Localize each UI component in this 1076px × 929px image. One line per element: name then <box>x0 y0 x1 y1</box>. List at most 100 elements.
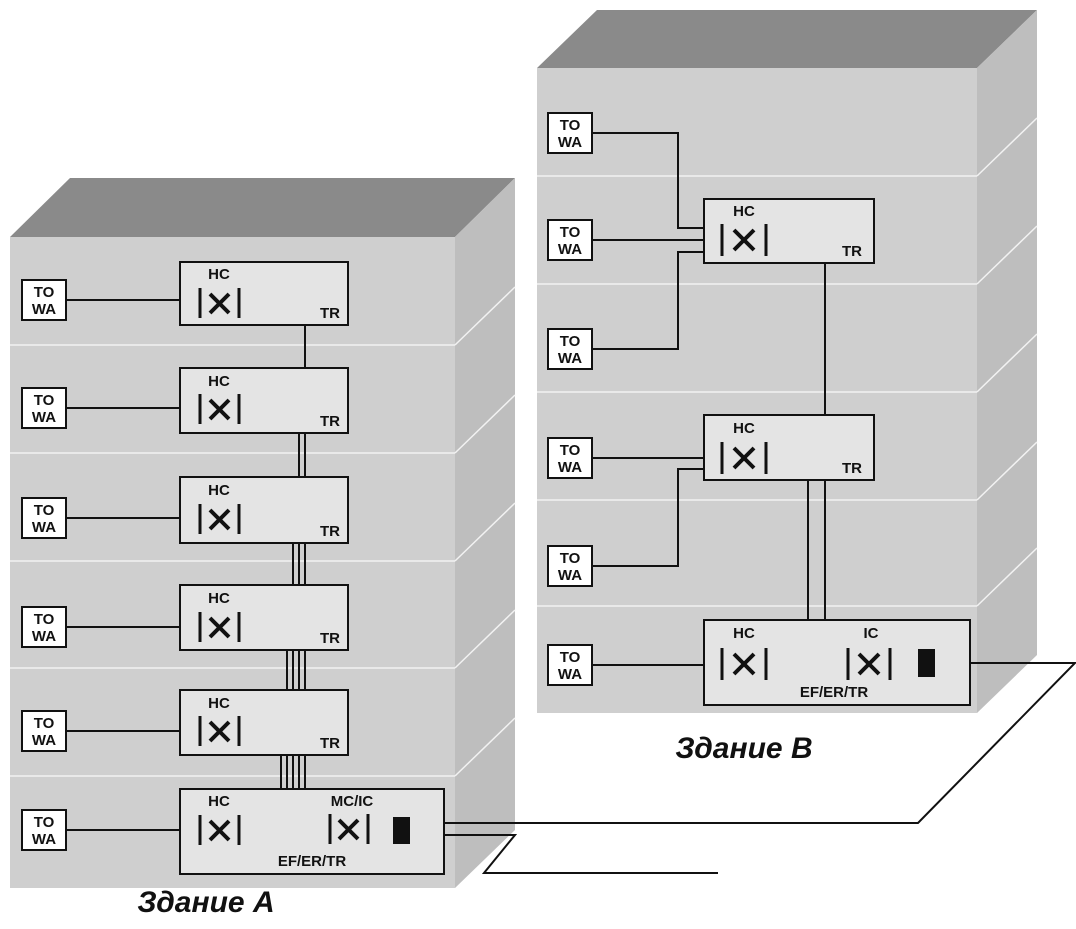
closet-box <box>179 367 349 434</box>
building-b-outlet-1: TO WA <box>547 112 593 154</box>
closet-box <box>179 476 349 544</box>
outlet-label-to: TO <box>560 442 581 459</box>
cross-connect-icon <box>198 394 241 424</box>
outlet-label-to: TO <box>560 333 581 350</box>
outlet-label-wa: WA <box>32 628 56 645</box>
outlet-label-wa: WA <box>558 666 582 683</box>
closet-box <box>179 261 349 326</box>
outlet-label-to: TO <box>560 550 581 567</box>
building-a-floor-5: TO WA HC TR <box>21 689 349 756</box>
cross-connect-icon <box>198 288 241 318</box>
entrance-protector-block <box>393 817 410 844</box>
room-label-tr: TR <box>320 305 340 322</box>
closet-label-hc: HC <box>208 482 230 499</box>
outlet-label-to: TO <box>560 224 581 241</box>
closet-box <box>703 414 875 481</box>
building-b-outlet-6: TO WA <box>547 644 593 686</box>
outlet-label-to: TO <box>34 715 55 732</box>
entrance-protector-block <box>918 649 935 677</box>
building-b-outlet-2: TO WA <box>547 219 593 261</box>
closet-label-hc: HC <box>733 420 755 437</box>
building-a-caption: Здание А <box>137 886 274 919</box>
building-b-outlet-3: TO WA <box>547 328 593 370</box>
building-a-top <box>10 178 515 237</box>
closet-label-hc: HC <box>208 793 230 810</box>
room-label-tr: TR <box>320 523 340 540</box>
outlet-label-to: TO <box>560 649 581 666</box>
intermediate-cross-connect-icon <box>846 648 892 680</box>
room-label-tr: TR <box>320 630 340 647</box>
closet-label-hc: HC <box>208 590 230 607</box>
closet-label-hc: HC <box>208 695 230 712</box>
building-b <box>537 10 1038 713</box>
main-cross-connect-icon <box>328 814 370 844</box>
closet-label-hc: HC <box>733 625 755 642</box>
closet-box <box>703 198 875 264</box>
building-a-floor-1: TO WA HC TR <box>21 261 349 326</box>
outlet-label-to: TO <box>34 284 55 301</box>
room-label-tr: TR <box>320 413 340 430</box>
cross-connect-icon <box>720 648 768 680</box>
outlet-label-wa: WA <box>32 831 56 848</box>
cross-connect-icon <box>198 612 241 642</box>
building-a <box>10 178 516 888</box>
cross-connect-icon <box>198 504 241 534</box>
building-b-outlet-5: TO WA <box>547 545 593 587</box>
building-b-side <box>977 10 1037 713</box>
closet-box <box>179 584 349 651</box>
outlet-box <box>21 710 67 752</box>
closet-box <box>179 689 349 756</box>
cross-connect-icon <box>720 224 768 256</box>
building-b-caption: Здание В <box>675 732 812 765</box>
building-a-floor-4: TO WA HC TR <box>21 584 349 651</box>
closet-label-hc: HC <box>733 203 755 220</box>
building-b-floors: TO WA TO WA TO WA TO WA TO WA TO WA <box>547 112 971 706</box>
building-b-floor-upper-closet: HC TR <box>703 198 875 264</box>
outlet-label-wa: WA <box>32 409 56 426</box>
building-a-floor-2: TO WA HC TR <box>21 367 349 434</box>
room-label-ef-er-tr: EF/ER/TR <box>278 853 347 870</box>
building-b-top <box>537 10 1037 68</box>
room-label-ef-er-tr: EF/ER/TR <box>800 684 869 701</box>
outlet-box <box>21 387 67 429</box>
outlet-label-wa: WA <box>558 134 582 151</box>
outlet-box <box>21 809 67 851</box>
cross-connect-icon <box>198 815 241 845</box>
building-b-outlet-4: TO WA <box>547 437 593 479</box>
outlet-label-to: TO <box>34 502 55 519</box>
outlet-box <box>547 219 593 261</box>
outlet-label-to: TO <box>560 117 581 134</box>
outlet-label-to: TO <box>34 392 55 409</box>
outlet-box <box>21 497 67 539</box>
outlet-box <box>547 437 593 479</box>
outlet-label-wa: WA <box>32 732 56 749</box>
outlet-label-wa: WA <box>558 241 582 258</box>
building-b-floor-lower-closet: HC TR <box>703 414 875 481</box>
outlet-label-wa: WA <box>32 519 56 536</box>
outlet-box <box>21 606 67 648</box>
building-a-floors: TO WA HC TR TO WA HC TR <box>21 261 445 875</box>
outlet-label-wa: WA <box>558 459 582 476</box>
outlet-label-wa: WA <box>32 301 56 318</box>
building-b-ground-floor: HC IC EF/ER/TR <box>703 619 971 706</box>
room-label-tr: TR <box>320 735 340 752</box>
building-a-ground-floor: TO WA HC MC/IC EF/ER/TR <box>21 788 445 875</box>
building-a-floor-3: TO WA HC TR <box>21 476 349 544</box>
outlet-label-to: TO <box>34 814 55 831</box>
outlet-label-to: TO <box>34 611 55 628</box>
outlet-box <box>547 545 593 587</box>
building-b-front <box>537 68 977 713</box>
cross-connect-icon <box>198 716 241 746</box>
main-closet-label: MC/IC <box>331 793 374 810</box>
outlet-box <box>547 112 593 154</box>
closet-label-hc: HC <box>208 373 230 390</box>
cross-connect-icon <box>720 442 768 474</box>
outlet-box <box>547 644 593 686</box>
outlet-box <box>547 328 593 370</box>
outlet-label-wa: WA <box>558 567 582 584</box>
main-closet-label: IC <box>864 625 879 642</box>
outlet-box <box>21 279 67 321</box>
outlet-label-wa: WA <box>558 350 582 367</box>
closet-label-hc: HC <box>208 266 230 283</box>
